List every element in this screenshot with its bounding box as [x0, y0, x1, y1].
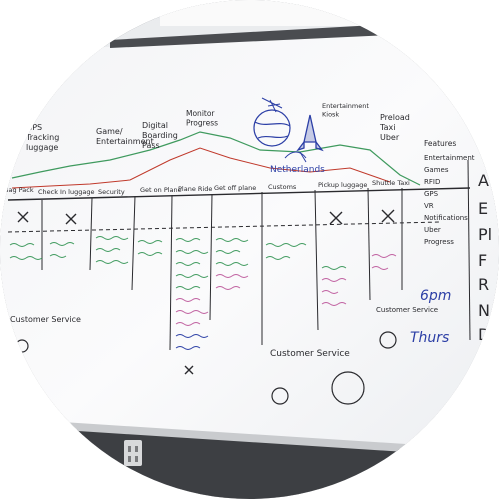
stage-notes-green [9, 236, 347, 290]
customer-service-right-note: Customer Service [376, 306, 438, 314]
stage-label-customs: Customs [268, 183, 297, 191]
top-label-gps-line: luggage [26, 143, 58, 152]
plane-doodle-icon [284, 151, 307, 163]
ceiling-light [160, 0, 360, 26]
feature-item: Entertainment [424, 154, 475, 162]
features-title: Features [424, 139, 456, 148]
rocket-icon [296, 114, 324, 152]
schedule-time: 6pm [420, 288, 451, 304]
edge-letter: F [478, 251, 487, 270]
top-label-gps-line: Tracking [25, 133, 59, 142]
feature-item: Progress [424, 238, 454, 246]
x-marks [17, 209, 395, 375]
stage-label-plane-ride: Plane Ride [178, 185, 212, 193]
stage-notes-blue [175, 334, 209, 350]
top-label-game-line: Entertainment [96, 137, 154, 146]
top-label-digital-pass-line: Boarding [142, 131, 178, 140]
top-label-preload-line: Taxi [379, 123, 395, 132]
customer-service-mid-note: Customer Service [270, 349, 350, 359]
board-top-rail [110, 18, 499, 48]
edge-letter: R [478, 275, 489, 294]
stage-labels: Bag Pack Check In luggage Security Get on P… [4, 179, 410, 196]
top-label-monitor-line: Monitor [186, 109, 215, 118]
top-label-netherlands-line: Netherlands [270, 165, 325, 175]
customer-service-left-note: Customer Service [10, 315, 81, 324]
feature-item: Games [424, 166, 449, 174]
edge-letter: E [478, 199, 488, 218]
emotion-curve-green [11, 131, 421, 186]
stage-notes-pink [175, 254, 397, 326]
whiteboard-surface [0, 28, 499, 470]
stage-lines [41, 187, 403, 351]
feature-item: Notifications [424, 214, 468, 222]
stage-label-check-in: Check In luggage [38, 188, 94, 196]
board-bottom-edge [0, 418, 499, 458]
stage-label-bag-pack: Bag Pack [4, 186, 34, 194]
stage-label-pickup-luggage: Pickup luggage [318, 181, 367, 189]
feature-item: RFID [424, 178, 440, 186]
emotion-curve-red [11, 147, 391, 189]
stage-label-get-on-plane: Get on Plane [140, 186, 182, 194]
top-label-entertainment-line: Entertainment [322, 102, 369, 110]
top-label-digital-pass-line: Digital [142, 121, 168, 130]
feature-item: VR [424, 202, 434, 210]
sketch-circles [15, 331, 397, 405]
airplane-icon [261, 97, 283, 113]
stage-label-security: Security [98, 188, 125, 196]
edge-letter: N [478, 301, 490, 320]
edge-letter: Pl [478, 225, 492, 244]
features-divider [467, 159, 471, 341]
top-label-digital-pass-line: Pass [142, 141, 160, 150]
edge-letter: D [478, 325, 490, 344]
timeline-line [7, 187, 471, 201]
top-label-preload-line: Uber [380, 133, 400, 142]
stage-label-shuttle-taxi: Shuttle Taxi [372, 179, 410, 187]
top-labels: GPSTrackingluggageGame/EntertainmentDigi… [25, 102, 410, 175]
top-label-monitor-line: Progress [186, 119, 218, 128]
schedule-day: Thurs [410, 330, 449, 346]
stage-label-get-off-plane: Get off plane [214, 184, 256, 192]
globe-icon [253, 109, 291, 147]
top-label-preload-line: Preload [380, 113, 410, 122]
top-label-gps-line: GPS [26, 123, 42, 132]
wall-outlet [124, 440, 142, 466]
top-label-entertainment-line: Kiosk [322, 111, 339, 119]
feature-item: Uber [424, 226, 441, 234]
feature-item: GPS [424, 190, 439, 198]
edge-letter: A [478, 171, 489, 190]
dashed-divider [7, 221, 441, 233]
top-label-game-line: Game/ [96, 127, 123, 136]
